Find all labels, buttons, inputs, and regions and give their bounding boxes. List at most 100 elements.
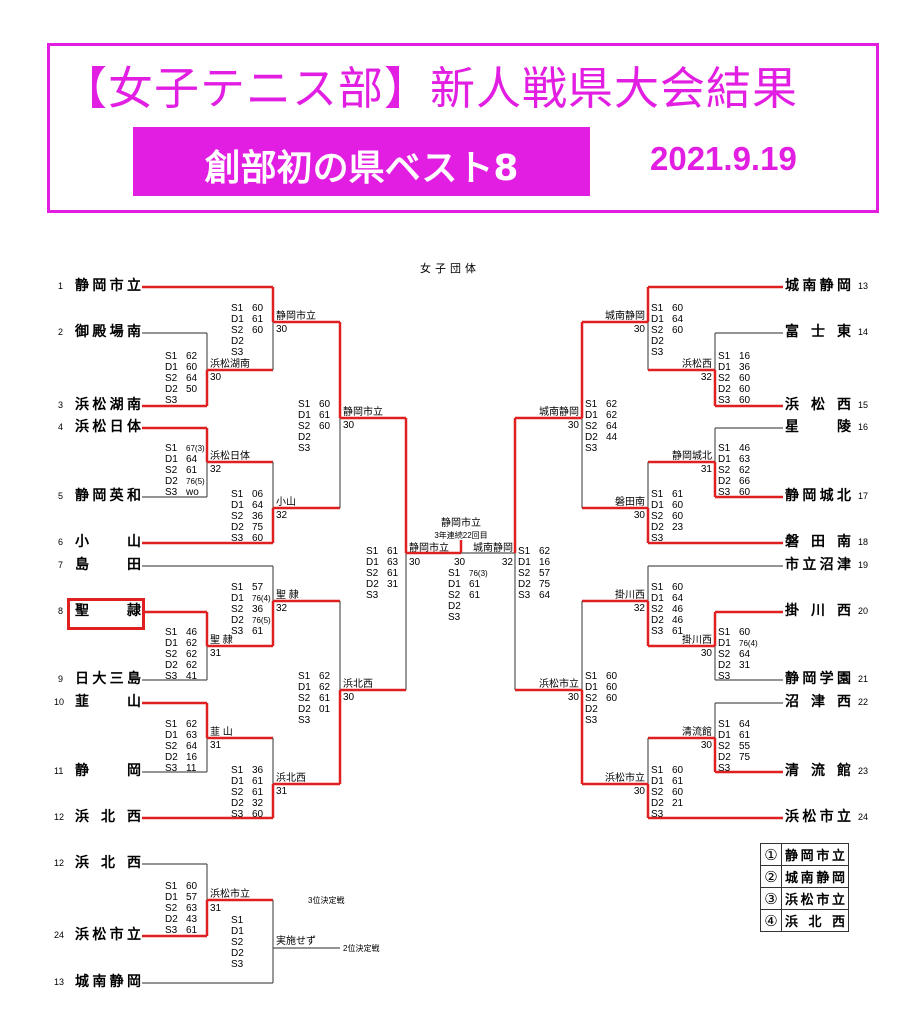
semifinal-winner-left: 静岡市立: [409, 543, 449, 554]
set-label: D1: [651, 314, 664, 325]
team-seed: 5: [58, 491, 64, 501]
set-label: S3: [585, 443, 598, 454]
set-score: 57: [252, 582, 264, 593]
set-score: 62: [186, 660, 198, 671]
winner-label: 静岡市立: [343, 407, 383, 418]
set-score: 75: [739, 752, 751, 763]
set-label: D2: [585, 432, 598, 443]
set-label: D1: [231, 593, 244, 604]
set-label: S3: [165, 395, 178, 406]
set-score: 46: [672, 615, 684, 626]
set-label: D2: [448, 601, 461, 612]
set-label: S1: [298, 671, 311, 682]
set-score: 60: [672, 325, 684, 336]
set-label: S1: [585, 671, 598, 682]
set-score: 62: [606, 399, 618, 410]
match-score: 31: [700, 464, 712, 475]
team-seed: 4: [58, 422, 64, 432]
set-label: D2: [165, 660, 178, 671]
team-seed: 14: [858, 327, 869, 337]
set-label: D1: [231, 926, 244, 937]
team-seed: 6: [58, 537, 64, 547]
set-label: S1: [651, 489, 664, 500]
set-label: S1: [585, 399, 598, 410]
team-name: 聖隷: [75, 603, 141, 619]
set-label: D1: [165, 730, 178, 741]
rank: ③: [760, 887, 782, 910]
set-score: 76(4): [739, 639, 758, 648]
match-score: 30: [567, 692, 579, 703]
section-title: 女子団体: [420, 262, 480, 275]
match-score: 30: [633, 786, 645, 797]
set-score: 60: [672, 500, 684, 511]
set-score: 64: [739, 649, 751, 660]
set-score: 62: [186, 719, 198, 730]
team-seed: 22: [858, 697, 869, 707]
set-score: 62: [186, 638, 198, 649]
set-label: D1: [651, 593, 664, 604]
set-score: 61: [252, 314, 264, 325]
set-label: S2: [718, 741, 731, 752]
winner-label: 聖 隷: [210, 635, 233, 646]
team-seed: 24: [858, 812, 869, 822]
set-score: 60: [672, 765, 684, 776]
set-label: D1: [718, 362, 731, 373]
team-name: 島田: [75, 557, 141, 573]
semifinal-score-left: 30: [409, 557, 421, 568]
winner-label: 浜松市立: [210, 889, 250, 900]
set-label: S3: [448, 612, 461, 623]
set-score: 06: [252, 489, 264, 500]
set-label: D1: [298, 682, 311, 693]
set-score: 61: [319, 693, 331, 704]
winner-label: 韮 山: [210, 727, 233, 738]
team-seed: 15: [858, 400, 869, 410]
set-score: 46: [739, 443, 751, 454]
match-score: 31: [210, 648, 222, 659]
winner-label: 静岡城北: [672, 451, 712, 462]
set-label: D2: [165, 476, 178, 487]
set-score: 21: [672, 798, 684, 809]
match-score: 32: [210, 464, 222, 475]
set-score: 36: [739, 362, 751, 373]
set-score: 64: [539, 590, 551, 601]
match-score: 32: [700, 372, 712, 383]
set-score: 61: [252, 776, 264, 787]
team-name: 城南静岡: [75, 974, 141, 990]
team-seed: 13: [858, 281, 869, 291]
set-label: D2: [718, 476, 731, 487]
match-score: 31: [276, 786, 288, 797]
set-score: 36: [252, 604, 264, 615]
set-score: 57: [186, 892, 198, 903]
set-label: D2: [718, 660, 731, 671]
set-score: 61: [186, 465, 198, 476]
set-label: S1: [231, 915, 244, 926]
set-label: S1: [518, 546, 531, 557]
winner-label: 城南静岡: [539, 407, 579, 418]
second-place-result: 実施せず: [276, 936, 316, 947]
set-score: 61: [252, 626, 264, 637]
team-seed: 24: [54, 930, 65, 940]
set-label: D2: [231, 798, 244, 809]
team-name: 磐田南: [785, 534, 851, 550]
set-score: 16: [539, 557, 551, 568]
set-score: 11: [186, 763, 197, 774]
set-score: 16: [186, 752, 198, 763]
team-seed: 2: [58, 327, 64, 337]
team-name: 御殿場南: [75, 324, 141, 340]
winner-label: 掛川西: [615, 590, 645, 601]
set-label: S1: [718, 719, 731, 730]
team-name: 星陵: [785, 419, 851, 435]
set-score: 32: [252, 798, 264, 809]
set-label: S3: [165, 925, 178, 936]
set-label: D1: [231, 776, 244, 787]
set-label: S1: [718, 351, 731, 362]
set-label: S1: [448, 568, 461, 579]
set-label: D1: [231, 314, 244, 325]
champion-label: 静岡市立: [441, 518, 481, 529]
set-score: 61: [252, 787, 264, 798]
set-label: S3: [231, 626, 244, 637]
set-score: 64: [252, 500, 264, 511]
set-label: D2: [298, 704, 311, 715]
set-score: 60: [606, 693, 618, 704]
